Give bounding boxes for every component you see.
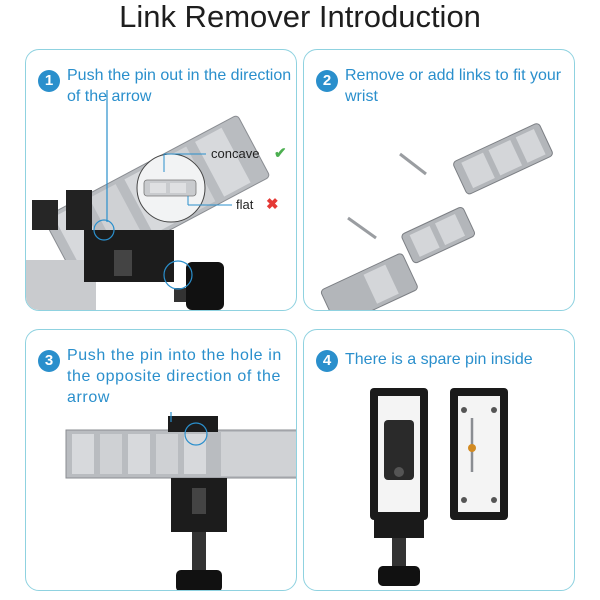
cross-icon: ✖ xyxy=(266,196,279,213)
flat-label: flat xyxy=(236,197,254,212)
tool-spare-pin-image xyxy=(370,388,508,586)
step-instruction: Remove or add links to fit your wrist xyxy=(345,67,562,105)
links-separated-image xyxy=(320,123,553,310)
concave-label: concave xyxy=(211,146,260,161)
step-panel-3: 3 Push the pin into the hole in the oppo… xyxy=(25,329,297,591)
step-panel-2: 2 Remove or add links to fit your wrist xyxy=(303,49,575,311)
tool-pushing-pin-image xyxy=(26,90,270,310)
step-instruction: Push the pin out in the direction of the… xyxy=(67,67,292,105)
tool-inserting-pin-image xyxy=(65,412,296,590)
page-title: Link Remover Introduction xyxy=(119,0,481,34)
step-number-badge: 4 xyxy=(316,350,338,372)
step-panel-4: 4 There is a spare pin inside xyxy=(303,329,575,591)
step-number-badge: 1 xyxy=(38,70,60,92)
step-number-badge: 3 xyxy=(38,350,60,372)
step-instruction: There is a spare pin inside xyxy=(345,351,533,368)
step-panel-1: 1 Push the pin out in the direction of t… xyxy=(25,49,297,311)
step-number-badge: 2 xyxy=(316,70,338,92)
check-icon: ✔ xyxy=(274,145,287,162)
step-instruction: Push the pin into the hole in the opposi… xyxy=(67,347,282,406)
